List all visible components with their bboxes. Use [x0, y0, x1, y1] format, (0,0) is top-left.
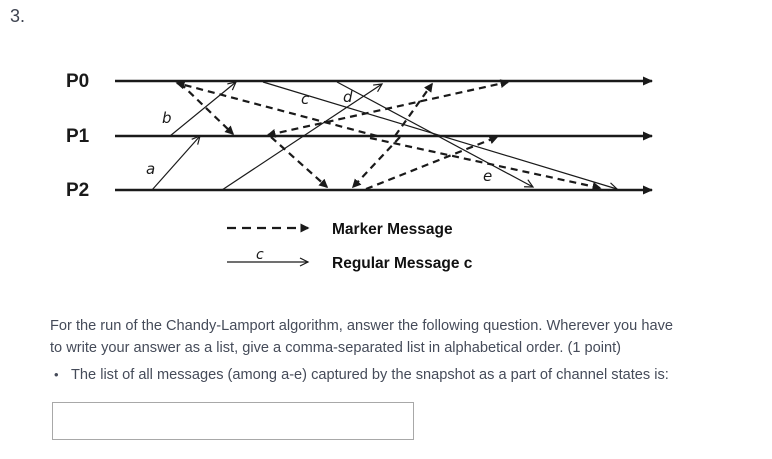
legend-regular-sample-letter: c: [256, 247, 264, 263]
marker-message-2: [179, 82, 235, 136]
marker-message-1: [175, 80, 378, 138]
legend-regular-label: Regular Message c: [332, 255, 473, 272]
legend-marker-label: Marker Message: [332, 221, 453, 238]
question-number: 3.: [10, 6, 26, 26]
question-bullet: • The list of all messages (among a-e) ca…: [54, 367, 744, 383]
regular-message-label-a: a: [146, 160, 155, 178]
marker-message-7: [365, 135, 499, 191]
regular-message-label-b: b: [162, 109, 172, 127]
marker-message-arrows: [175, 79, 602, 191]
process-label-P0: P0: [66, 71, 89, 92]
bullet-text: The list of all messages (among a-e) cap…: [71, 367, 669, 383]
marker-message-3: [266, 79, 510, 138]
bullet-icon: •: [54, 367, 59, 382]
marker-message-8: [369, 136, 602, 191]
answer-input[interactable]: [52, 402, 414, 440]
marker-message-5: [394, 82, 433, 137]
process-label-P1: P1: [66, 126, 90, 147]
regular-message-label-d: d: [343, 88, 353, 106]
process-label-P2: P2: [66, 180, 89, 201]
regular-message-label-c: c: [301, 90, 310, 108]
marker-message-4: [270, 136, 329, 188]
marker-message-6: [351, 136, 401, 189]
regular-message-a: [151, 136, 200, 191]
regular-message-label-e: e: [483, 167, 492, 185]
regular-message-b: [169, 82, 236, 137]
question-intro: For the run of the Chandy-Lamport algori…: [50, 317, 673, 356]
